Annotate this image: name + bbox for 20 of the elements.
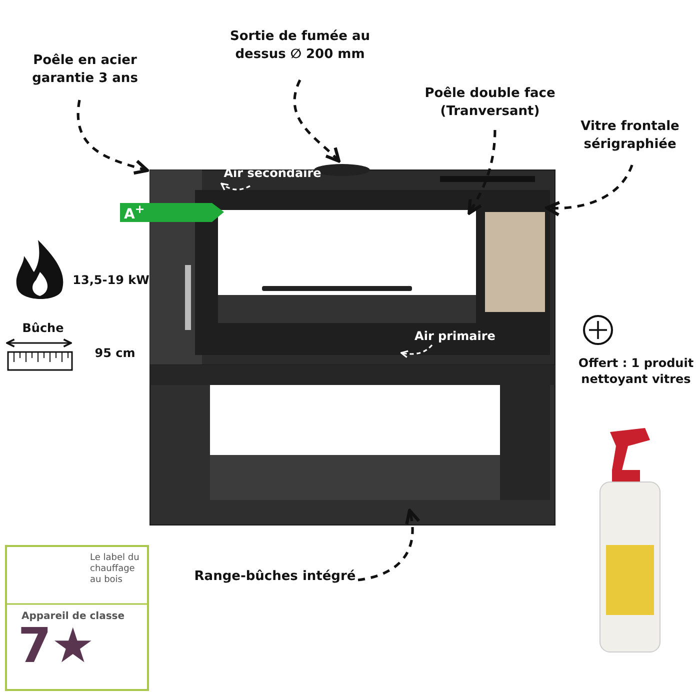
class-rating: 7★ bbox=[18, 622, 94, 670]
region-label: Air primaire bbox=[414, 328, 496, 344]
label-tagline: Le label du chauffage au bois bbox=[90, 553, 140, 586]
leader-arrow bbox=[545, 164, 634, 216]
callout-text: Range-bûches intégré bbox=[193, 568, 357, 586]
offer-text: Offert : 1 produit nettoyant vitres bbox=[577, 355, 695, 388]
leader-arrow bbox=[76, 100, 150, 175]
leader-arrow bbox=[358, 508, 420, 582]
callout-text: Poêle en acier garantie 3 ans bbox=[31, 52, 139, 88]
leader-arrow bbox=[468, 130, 496, 215]
dimension-text: 95 cm bbox=[94, 345, 136, 362]
callout-text: Sortie de fumée au dessus ∅ 200 mm bbox=[228, 28, 371, 64]
leader-arrow bbox=[293, 80, 341, 163]
callout-text: Poêle double face (Tranversant) bbox=[424, 85, 556, 120]
stove-drawing bbox=[150, 164, 556, 526]
energy-class-text: A$^{+}$ bbox=[124, 204, 146, 222]
callout-text: Vitre frontale sérigraphiée bbox=[580, 118, 680, 154]
class-label: Appareil de classe bbox=[20, 610, 126, 624]
log-label: Bûche bbox=[21, 320, 65, 336]
power-rating: 13,5-19 kW bbox=[72, 272, 150, 288]
